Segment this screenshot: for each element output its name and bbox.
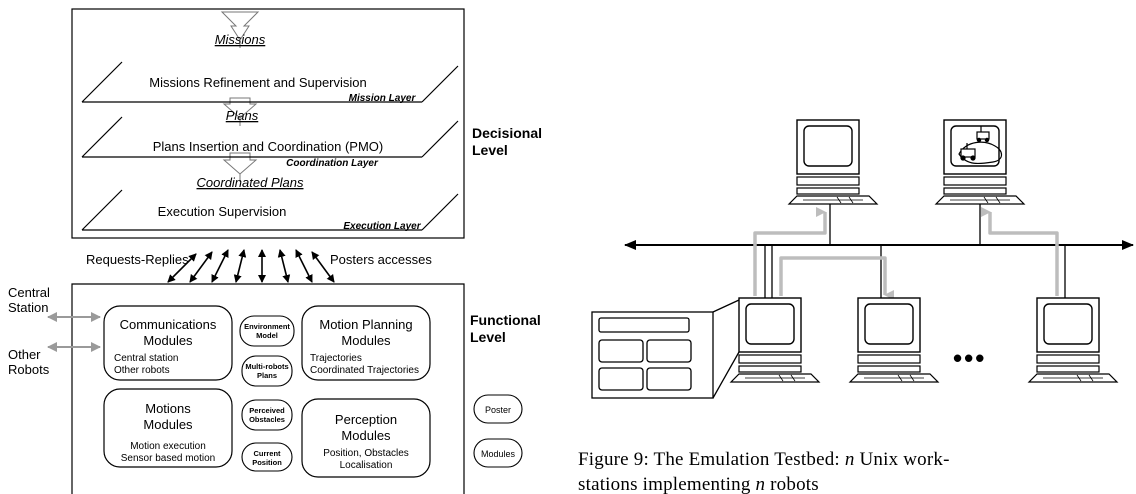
motion-planning-detail-1: Trajectories [310, 353, 362, 364]
caption-text: stations implementing [578, 474, 756, 494]
data-arrow-3 [981, 207, 1059, 296]
mission-layer-plane [81, 61, 459, 103]
posters-accesses-label: Posters accesses [330, 252, 432, 267]
data-arrow-2 [779, 256, 894, 300]
coordination-layer-name: Coordination Layer [286, 158, 379, 169]
workstation-bottom-3 [1028, 297, 1118, 383]
motion-planning-detail-2: Coordinated Trajectories [310, 365, 419, 376]
zoom-window-panel [591, 299, 740, 399]
legend-modules-label: Modules [481, 449, 516, 459]
interface-arrows [167, 249, 335, 283]
motions-title-1: Motions [145, 401, 191, 416]
legend-poster-shape [473, 394, 523, 424]
communications-module-box [103, 305, 233, 381]
workstation-top-left [788, 119, 878, 205]
motion-planning-module-box [301, 305, 431, 381]
communications-title-2: Modules [143, 333, 193, 348]
perception-module-box [301, 398, 431, 478]
execution-layer-name: Execution Layer [343, 221, 421, 232]
caption-variable: n [844, 449, 855, 470]
caption-variable: n [755, 474, 766, 494]
communications-detail-1: Central station [114, 353, 178, 364]
communications-title-1: Communications [120, 317, 217, 332]
workstation-bottom-1 [730, 297, 820, 383]
coordinated-plans-label: Coordinated Plans [197, 175, 304, 190]
decisional-box [71, 8, 465, 239]
interface-arrow [189, 251, 213, 283]
robot-icon [958, 126, 1003, 165]
coordination-layer-plane [81, 116, 459, 158]
legend-poster-label: Poster [485, 405, 511, 415]
workstation-bottom-2 [849, 297, 939, 383]
decisional-level-label-2: Level [472, 142, 508, 158]
testbed-diagram: ••• [591, 119, 1134, 399]
flow-arrow-2 [222, 97, 258, 119]
poster-environment-model [239, 315, 295, 347]
caption-line-2: stations implementing n robots [578, 472, 1134, 494]
interface-arrow [211, 249, 229, 283]
poster-multi-robots-plans-2: Plans [257, 371, 277, 380]
poster-multi-robots-plans-1: Multi-robots [245, 362, 288, 371]
caption-text: Unix work- [854, 449, 950, 470]
poster-environment-model-1: Environment [244, 322, 290, 331]
central-station-label-1: Central [8, 285, 50, 300]
data-arrow-1 [753, 207, 827, 296]
poster-current-position-2: Position [252, 458, 282, 467]
architecture-diagram: Missions Plans Coordinated Plans Mission… [8, 8, 542, 494]
interface-arrow [311, 251, 335, 283]
poster-perceived-obstacles [241, 399, 293, 431]
motions-module-box [103, 388, 233, 468]
poster-perceived-obstacles-2: Obstacles [249, 415, 285, 424]
poster-perceived-obstacles-1: Perceived [249, 406, 285, 415]
perception-detail-2: Localisation [340, 460, 393, 471]
motions-title-2: Modules [143, 417, 193, 432]
functional-level-label-2: Level [470, 329, 506, 345]
coordination-layer-title: Plans Insertion and Coordination (PMO) [153, 139, 384, 154]
legend-modules-shape [473, 438, 523, 468]
caption-text: robots [765, 474, 819, 494]
motion-planning-title-1: Motion Planning [319, 317, 412, 332]
flow-arrow-3 [222, 152, 258, 175]
poster-current-position [241, 442, 293, 472]
requests-replies-label: Requests-Replies [86, 252, 189, 267]
perception-detail-1: Position, Obstacles [323, 448, 409, 459]
interface-arrow [295, 249, 313, 283]
plans-label: Plans [226, 108, 259, 123]
motions-detail-1: Motion execution [130, 441, 206, 452]
functional-level-label-1: Functional [470, 312, 541, 328]
caption-line-1: Figure 9: The Emulation Testbed: n Unix … [578, 447, 1134, 472]
figure-caption: Figure 9: The Emulation Testbed: n Unix … [578, 447, 1134, 494]
interface-arrow [277, 249, 291, 283]
layer-planes [81, 61, 459, 231]
decisional-level-label-1: Decisional [472, 125, 542, 141]
motion-planning-title-2: Modules [341, 333, 391, 348]
other-robots-label-2: Robots [8, 362, 50, 377]
execution-layer-title: Execution Supervision [158, 204, 287, 219]
flow-arrows [220, 11, 260, 182]
poster-environment-model-2: Model [256, 331, 278, 340]
perception-title-2: Modules [341, 428, 391, 443]
central-station-label-2: Station [8, 300, 48, 315]
ellipsis-dots: ••• [953, 343, 986, 373]
execution-layer-plane [81, 189, 459, 231]
other-robots-label-1: Other [8, 347, 41, 362]
communications-detail-2: Other robots [114, 365, 170, 376]
poster-multi-robots-plans [241, 355, 293, 387]
functional-box [71, 283, 465, 494]
motions-detail-2: Sensor based motion [121, 453, 216, 464]
perception-title-1: Perception [335, 412, 397, 427]
caption-text: Figure 9: The Emulation Testbed: [578, 449, 845, 470]
missions-label: Missions [215, 32, 266, 47]
mission-layer-title: Missions Refinement and Supervision [149, 75, 367, 90]
interface-arrow [233, 249, 247, 283]
mission-layer-name: Mission Layer [349, 93, 417, 104]
poster-current-position-1: Current [253, 449, 281, 458]
data-flow-arrows [753, 207, 1059, 300]
flow-arrow-1 [220, 11, 260, 41]
